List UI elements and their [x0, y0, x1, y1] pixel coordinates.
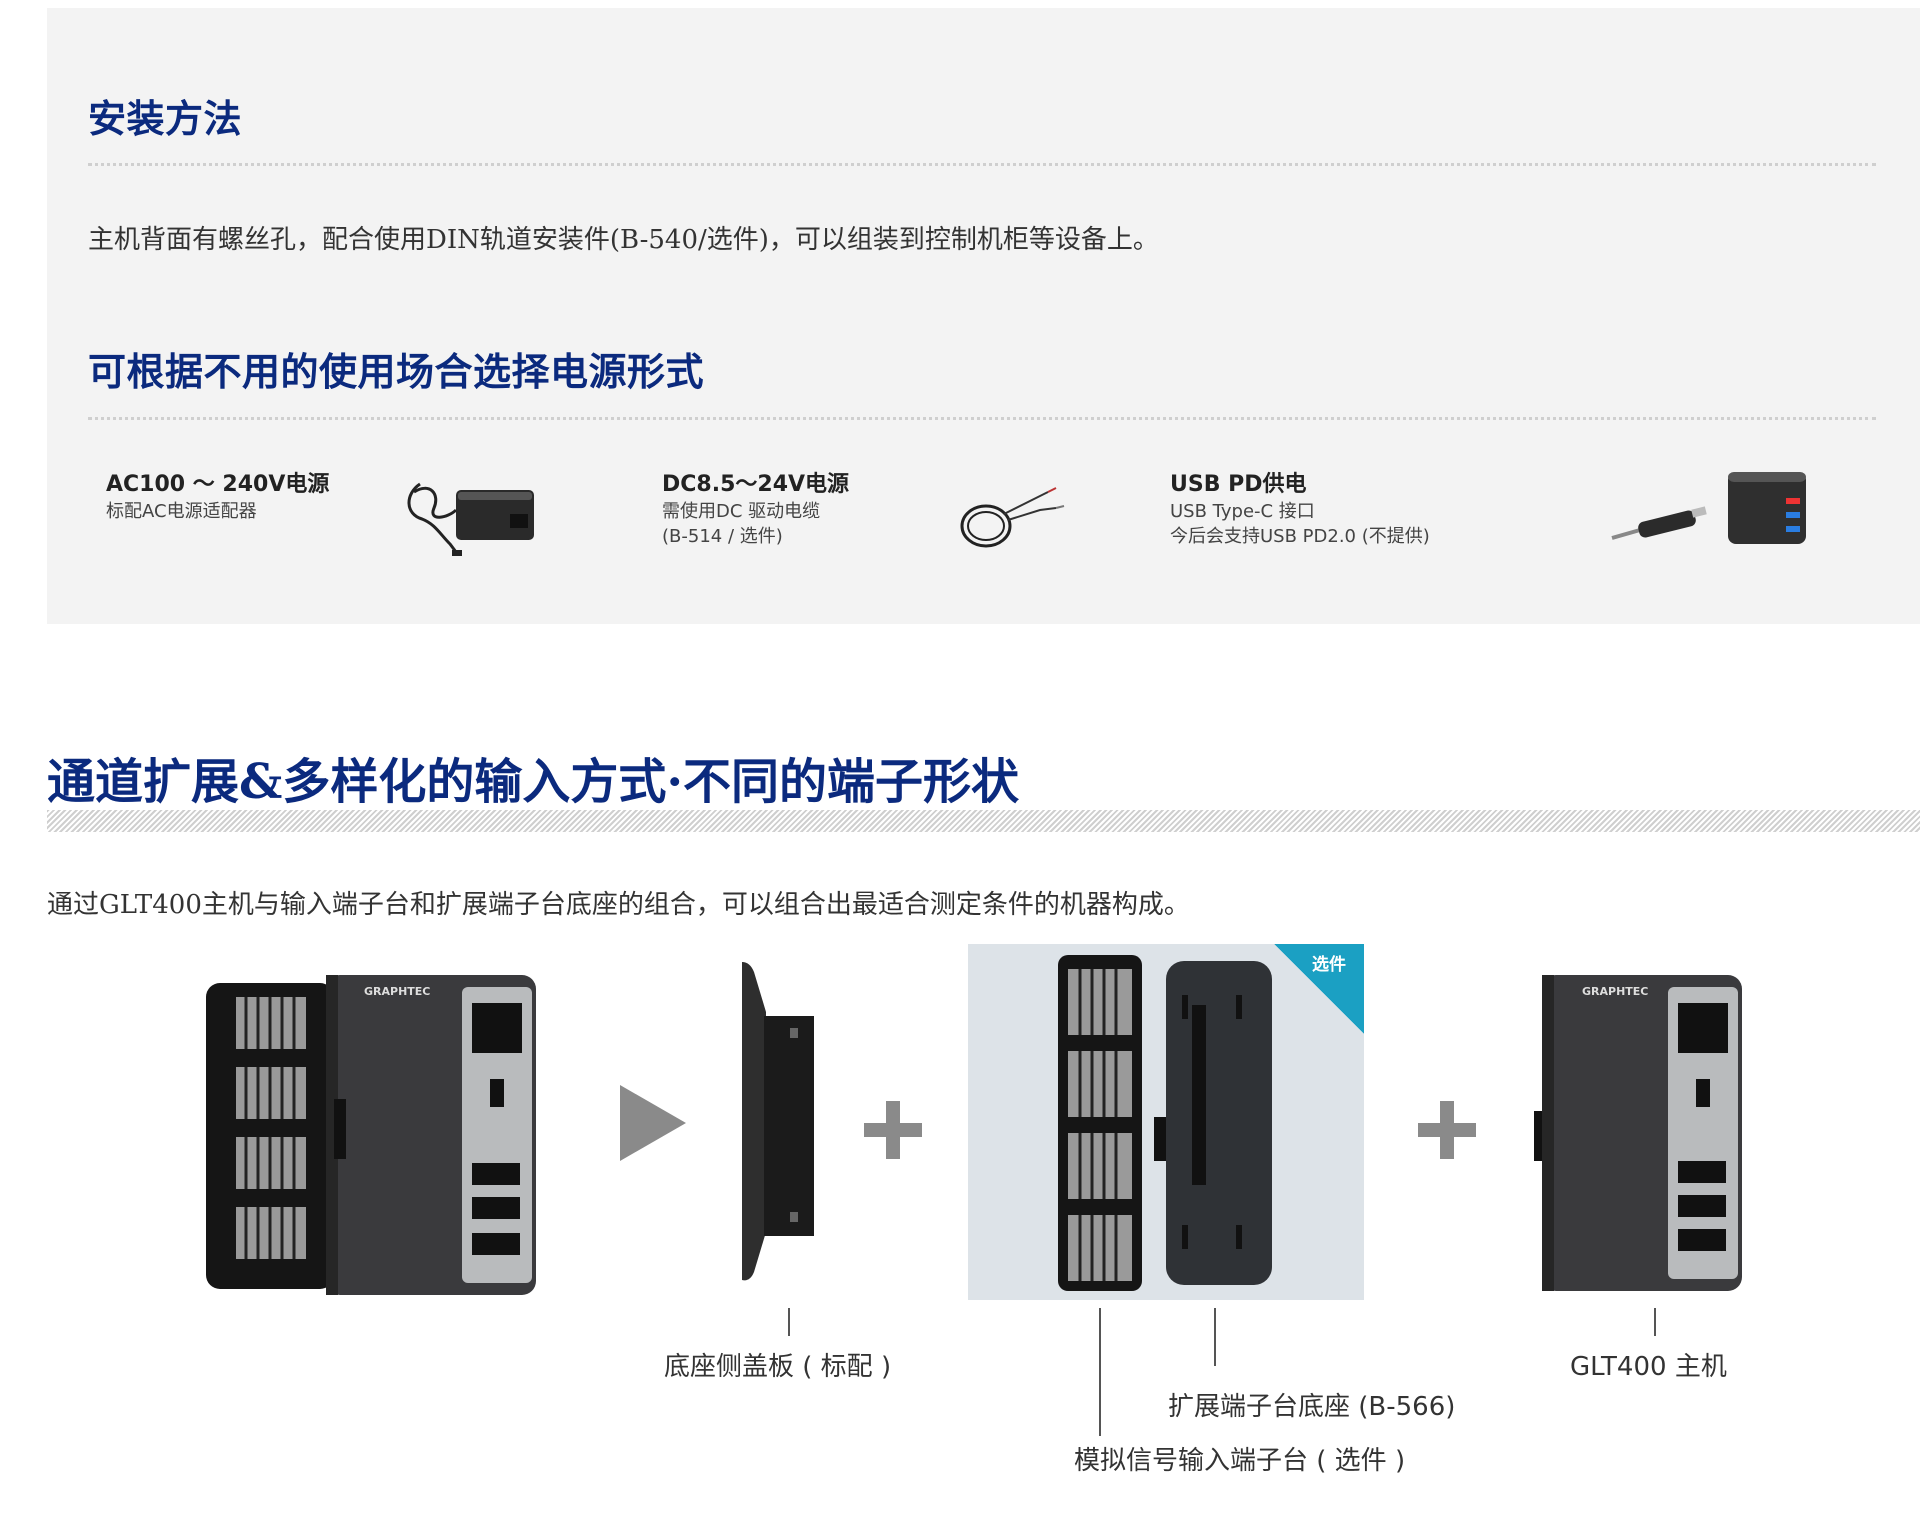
label-input-terminal: 模拟信号输入端子台 ( 选件 ): [1074, 1446, 1406, 1476]
expansion-text: 通过GLT400主机与输入端子台和扩展端子台底座的组合，可以组合出最适合测定条件…: [47, 890, 1190, 920]
power-option-dc-desc: 需使用DC 驱动电缆 (B-514 / 选件): [662, 501, 821, 547]
ac-adapter-icon: [407, 482, 534, 556]
brand-label: GRAPHTEC: [1582, 985, 1649, 998]
glt400-with-terminal-image: [206, 975, 536, 1295]
power-option-ac-desc: 标配AC电源适配器: [106, 501, 257, 522]
power-option-usb-desc: USB Type-C 接口 今后会支持USB PD2.0 (不提供): [1170, 501, 1430, 547]
power-heading: 可根据不用的使用场合选择电源形式: [88, 349, 705, 394]
terminal-and-base-image: [1058, 955, 1272, 1291]
power-option-dc-title: DC8.5〜24V电源: [662, 472, 850, 497]
brand-label: GRAPHTEC: [364, 985, 431, 998]
info-panel: [47, 8, 1920, 624]
callout-line-base: [1214, 1308, 1216, 1366]
expansion-heading: 通道扩展&多样化的输入方式·不同的端子形状: [47, 754, 1020, 810]
usb-c-cable-icon: [1611, 506, 1707, 540]
plus-icon: [864, 1101, 922, 1159]
install-text: 主机背面有螺丝孔，配合使用DIN轨道安装件(B-540/选件)，可以组装到控制机…: [88, 225, 1159, 255]
plus-icon: [1418, 1101, 1476, 1159]
dc-cable-icon: [960, 487, 1065, 548]
usb-charger-icon: [1728, 472, 1806, 544]
label-side-cover: 底座侧盖板 ( 标配 ): [664, 1352, 892, 1382]
callout-line-terminal: [1099, 1308, 1101, 1436]
power-divider: [88, 417, 1876, 420]
power-option-usb-title: USB PD供电: [1170, 472, 1307, 497]
label-main-unit: GLT400 主机: [1570, 1352, 1727, 1382]
heading-hatch-divider: [47, 810, 1920, 832]
install-divider: [88, 163, 1876, 166]
base-side-cover-image: [742, 962, 814, 1281]
callout-line-side-cover: [788, 1308, 790, 1336]
install-heading: 安装方法: [88, 96, 243, 141]
callout-line-main: [1654, 1308, 1656, 1336]
power-option-ac-title: AC100 〜 240V电源: [106, 472, 330, 497]
label-expansion-base: 扩展端子台底座 (B-566): [1168, 1392, 1456, 1422]
arrow-right-icon: [620, 1085, 686, 1161]
option-badge: 选件: [1274, 944, 1364, 1034]
glt400-main-unit-image: [1534, 975, 1742, 1291]
